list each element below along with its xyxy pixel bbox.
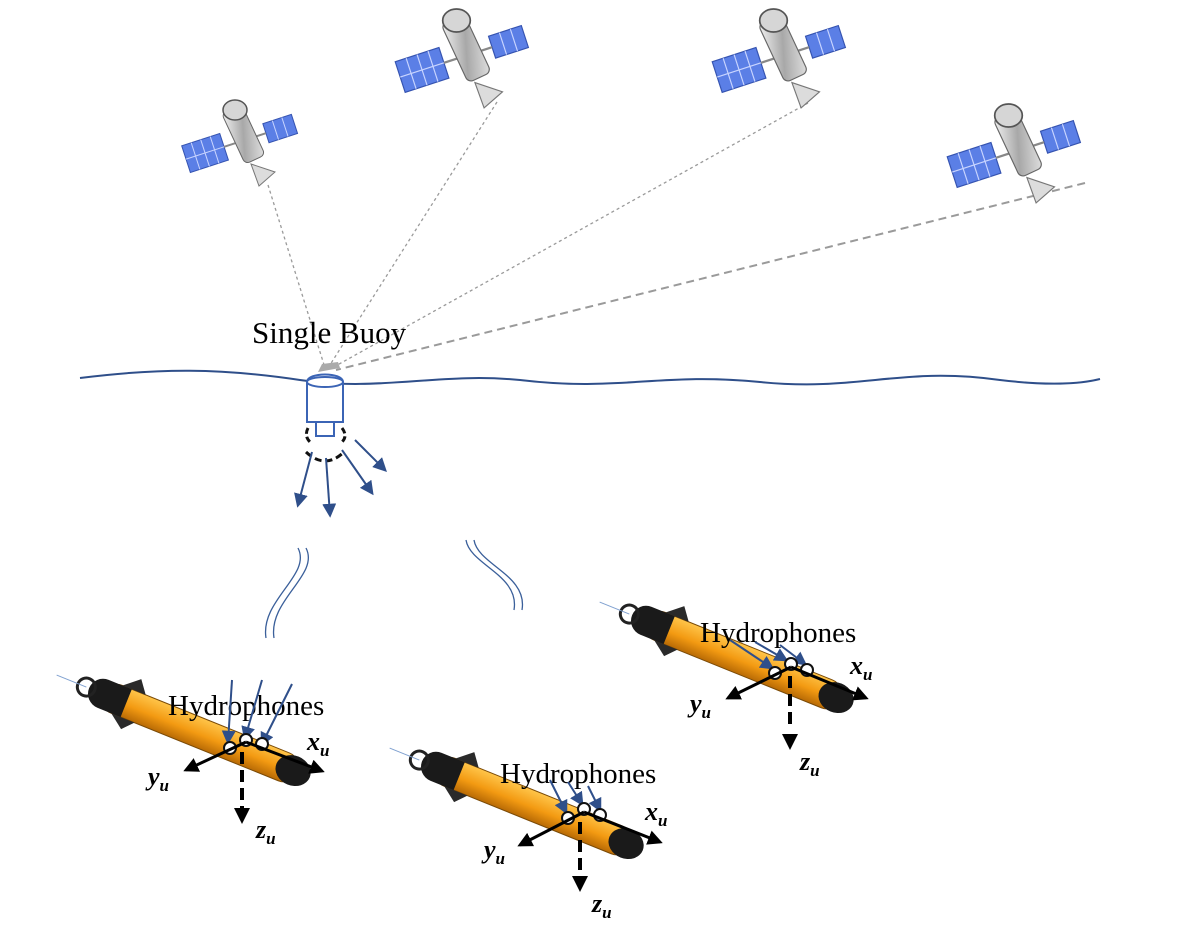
body-axes: xu yu zu (481, 797, 667, 922)
x-axis-label: xu (306, 727, 329, 760)
buoy-icon (304, 362, 347, 463)
body-axes: xu yu zu (145, 727, 329, 848)
body-axes: xu yu zu (687, 651, 872, 780)
auv-icon (378, 720, 655, 876)
satellite-icon (394, 7, 531, 110)
z-axis-label: zu (799, 747, 820, 780)
x-axis-label: xu (644, 797, 667, 830)
hydrophones-label: Hydrophones (168, 690, 324, 722)
hydrophones-label: Hydrophones (700, 617, 856, 649)
x-axis-label: xu (849, 651, 872, 684)
hydrophone-icon (221, 679, 293, 755)
satellite-icon (180, 99, 300, 187)
auv-1: Hydrophones xu yu zu (45, 647, 329, 848)
auv-3: Hydrophones xu yu zu (588, 574, 872, 780)
link-line (335, 182, 1086, 371)
z-axis-label: zu (255, 815, 276, 848)
satellite-icon (711, 7, 848, 110)
link-line (327, 101, 498, 369)
y-axis-label: yu (481, 835, 505, 868)
y-axis-label: yu (145, 762, 169, 795)
auv-icon (588, 574, 865, 730)
z-axis-label: zu (591, 889, 612, 922)
hydrophones-label: Hydrophones (500, 758, 656, 790)
y-axis-label: yu (687, 689, 711, 722)
auv-icon (45, 647, 322, 803)
wave-symbol (264, 539, 523, 639)
auv-2: Hydrophones xu yu zu (378, 720, 667, 922)
link-line (331, 102, 809, 369)
acoustic-signals (294, 439, 387, 518)
buoy-label: Single Buoy (252, 315, 407, 350)
hydrophone-icon (549, 779, 607, 825)
satellite-links (267, 101, 1086, 371)
satellite-icon (946, 102, 1083, 205)
sea-surface (79, 369, 1101, 386)
link-line (267, 184, 326, 369)
